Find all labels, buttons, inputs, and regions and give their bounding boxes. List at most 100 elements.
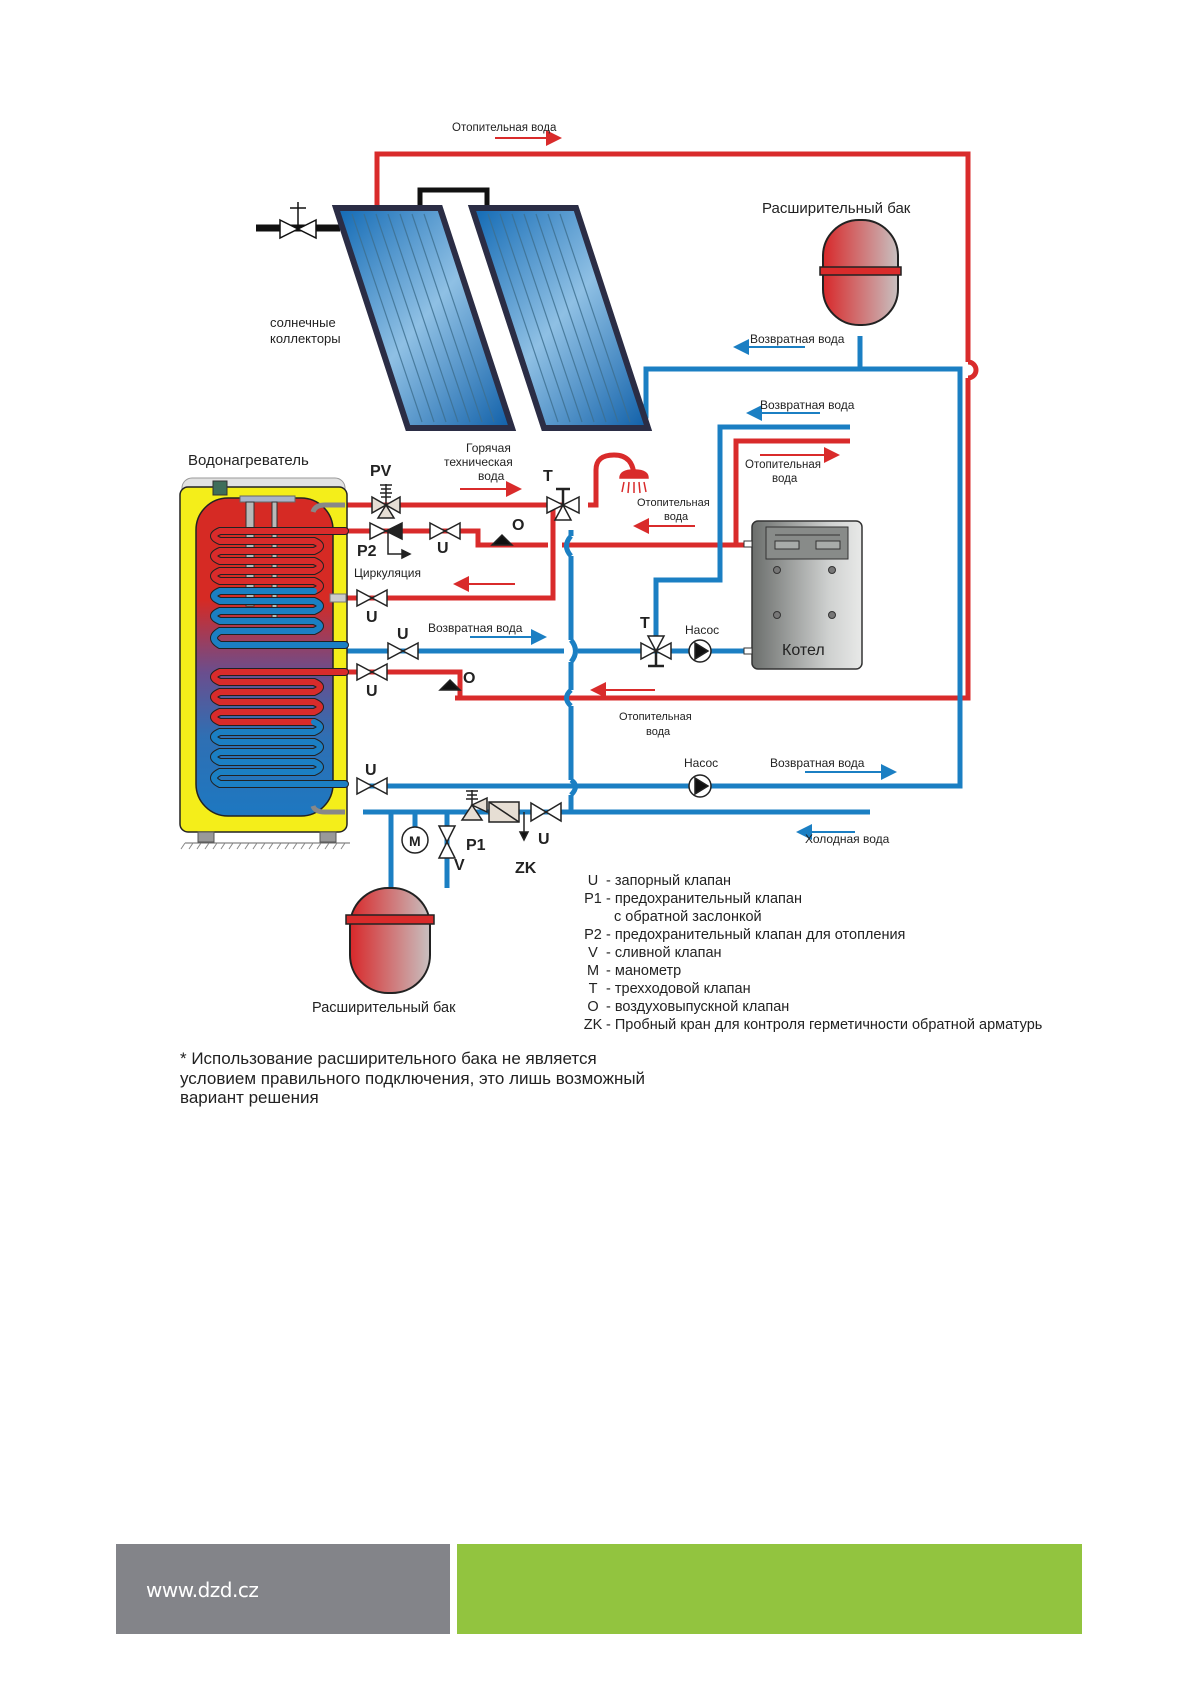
legend-item-v: V - сливной клапан <box>580 944 1042 962</box>
pipe-boiler-heating-supply <box>733 438 850 545</box>
label-heating-water-lower-2: вода <box>646 726 671 738</box>
label-expansion-tank-bottom: Расширительный бак <box>312 1000 456 1016</box>
u-valve-icon-1 <box>429 521 461 541</box>
legend-item-o: O- воздуховыпускной клапан <box>580 998 1042 1016</box>
code-t-2: T <box>640 615 650 632</box>
pump-icon-boiler <box>688 639 712 663</box>
solar-collectors <box>279 187 653 431</box>
code-v: V <box>454 857 465 874</box>
label-boiler: Котел <box>782 642 825 659</box>
flow-arrows <box>453 130 897 840</box>
p1-safety-valve-icon <box>460 790 488 821</box>
footer-url[interactable]: www.dzd.cz <box>146 1578 259 1602</box>
code-u-1: U <box>437 540 449 557</box>
label-circulation: Циркуляция <box>354 566 421 580</box>
label-heating-water-boiler-2: вода <box>772 473 798 485</box>
code-u-circulation: U <box>366 609 378 626</box>
label-expansion-tank-top: Расширительный бак <box>762 200 911 217</box>
code-pv: PV <box>370 463 392 480</box>
manometer-icon <box>401 826 429 854</box>
u-valve-icon-cold <box>530 801 562 823</box>
legend-text: - Пробный кран для контроля герметичност… <box>606 1017 1043 1033</box>
footnote-line-2: условием правильного подключения, это ли… <box>180 1068 646 1088</box>
pipe-collector-supply <box>374 151 971 701</box>
pipe-crossover-arc <box>967 359 979 381</box>
code-p2: P2 <box>357 543 377 560</box>
pipe-t-valve-boiler <box>653 545 723 651</box>
footnote: * Использование расширительного бака не … <box>180 1049 740 1108</box>
label-heating-water-lower-1: Отопительная <box>619 711 692 723</box>
code-t-1: T <box>543 468 553 485</box>
expansion-tank-top <box>819 219 902 326</box>
legend: U- запорный клапан P1- предохранительный… <box>580 872 1043 1034</box>
label-heating-water-boiler-1: Отопительная <box>745 459 821 471</box>
pipe-shower <box>588 452 637 508</box>
label-pump-bottom: Насос <box>684 756 718 770</box>
code-u-bottom: U <box>365 762 377 779</box>
o-air-vent-icon-2 <box>438 678 462 691</box>
p2-safety-valve-icon <box>369 521 412 560</box>
u-valve-icon-circulation <box>356 588 388 608</box>
pipe-main-vertical <box>363 530 574 815</box>
pump-icon-bottom <box>688 774 712 798</box>
legend-key: P1 <box>584 891 602 907</box>
label-heating-water-mid-1: Отопительная <box>637 497 710 509</box>
label-return-water-mid: Возвратная вода <box>428 621 523 635</box>
legend-text: - сливной клапан <box>606 945 722 961</box>
code-u-heating: U <box>366 683 378 700</box>
label-hot-water-2: техническая <box>444 455 513 469</box>
pipe-boiler-return <box>717 424 850 545</box>
label-solar-collectors-2: коллекторы <box>270 331 341 346</box>
pipe-vertical-bumps <box>564 534 578 797</box>
legend-key: M <box>586 963 600 979</box>
legend-text: с обратной заслонкой <box>614 909 762 925</box>
label-top-heating-water: Отопительная вода <box>452 122 557 134</box>
code-m: M <box>409 833 421 849</box>
code-o-1: O <box>512 517 524 534</box>
legend-key: ZK <box>583 1017 603 1033</box>
legend-key: V <box>588 945 598 961</box>
code-u-cold: U <box>538 831 550 848</box>
pipe-p2-boiler <box>346 528 748 548</box>
legend-text: - манометр <box>606 963 682 979</box>
u-valve-icon-return <box>387 641 419 661</box>
legend-text: - трехходовой клапан <box>606 981 751 997</box>
label-return-water-boiler: Возвратная вода <box>760 398 855 412</box>
label-cold-water: Холодная вода <box>805 832 890 846</box>
legend-item-zk: ZK- Пробный кран для контроля герметично… <box>580 1016 1043 1034</box>
label-heating-water-mid-2: вода <box>664 511 689 523</box>
u-valve-icon-bottom <box>356 776 388 796</box>
legend-text: - запорный клапан <box>606 873 732 889</box>
t-three-way-valve-icon-2 <box>640 635 672 668</box>
legend-item-t: T - трехходовой клапан <box>580 980 1042 998</box>
o-air-vent-icon-1 <box>490 533 514 546</box>
label-return-water-bottom: Возвратная вода <box>770 756 865 770</box>
footer-gray-block: www.dzd.cz <box>116 1544 450 1634</box>
legend-item-p2: P2- предохранительный клапан для отоплен… <box>580 926 1042 944</box>
legend-text: - предохранительный клапан для отопления <box>606 927 906 943</box>
collector-bridge <box>417 187 490 208</box>
shower-head-icon <box>619 469 649 494</box>
pv-safety-valve-icon <box>371 484 401 519</box>
code-u-return: U <box>397 626 409 643</box>
code-p1: P1 <box>466 837 486 854</box>
check-valve-icon <box>488 801 520 823</box>
footnote-line-1: * Использование расширительного бака не … <box>180 1049 597 1068</box>
legend-text: - воздуховыпускной клапан <box>606 999 790 1015</box>
collector-vent-valve-icon <box>279 202 317 240</box>
legend-item-m: M - манометр <box>580 962 1042 980</box>
code-o-2: O <box>463 670 475 687</box>
legend-text: - предохранительный клапан <box>606 891 802 907</box>
pipe-circulation <box>346 505 556 601</box>
legend-key: P2 <box>584 927 602 943</box>
boiler <box>743 520 863 670</box>
legend-key: T <box>588 981 598 997</box>
zk-test-tap-icon <box>518 812 530 842</box>
footnote-line-3: вариант решения <box>180 1088 319 1107</box>
label-return-water-top: Возвратная вода <box>750 332 845 346</box>
footer-green-block <box>457 1544 1082 1634</box>
pipe-collector-return <box>363 336 963 789</box>
label-pump-boiler: Насос <box>685 623 719 637</box>
label-water-heater: Водонагреватель <box>188 452 309 469</box>
